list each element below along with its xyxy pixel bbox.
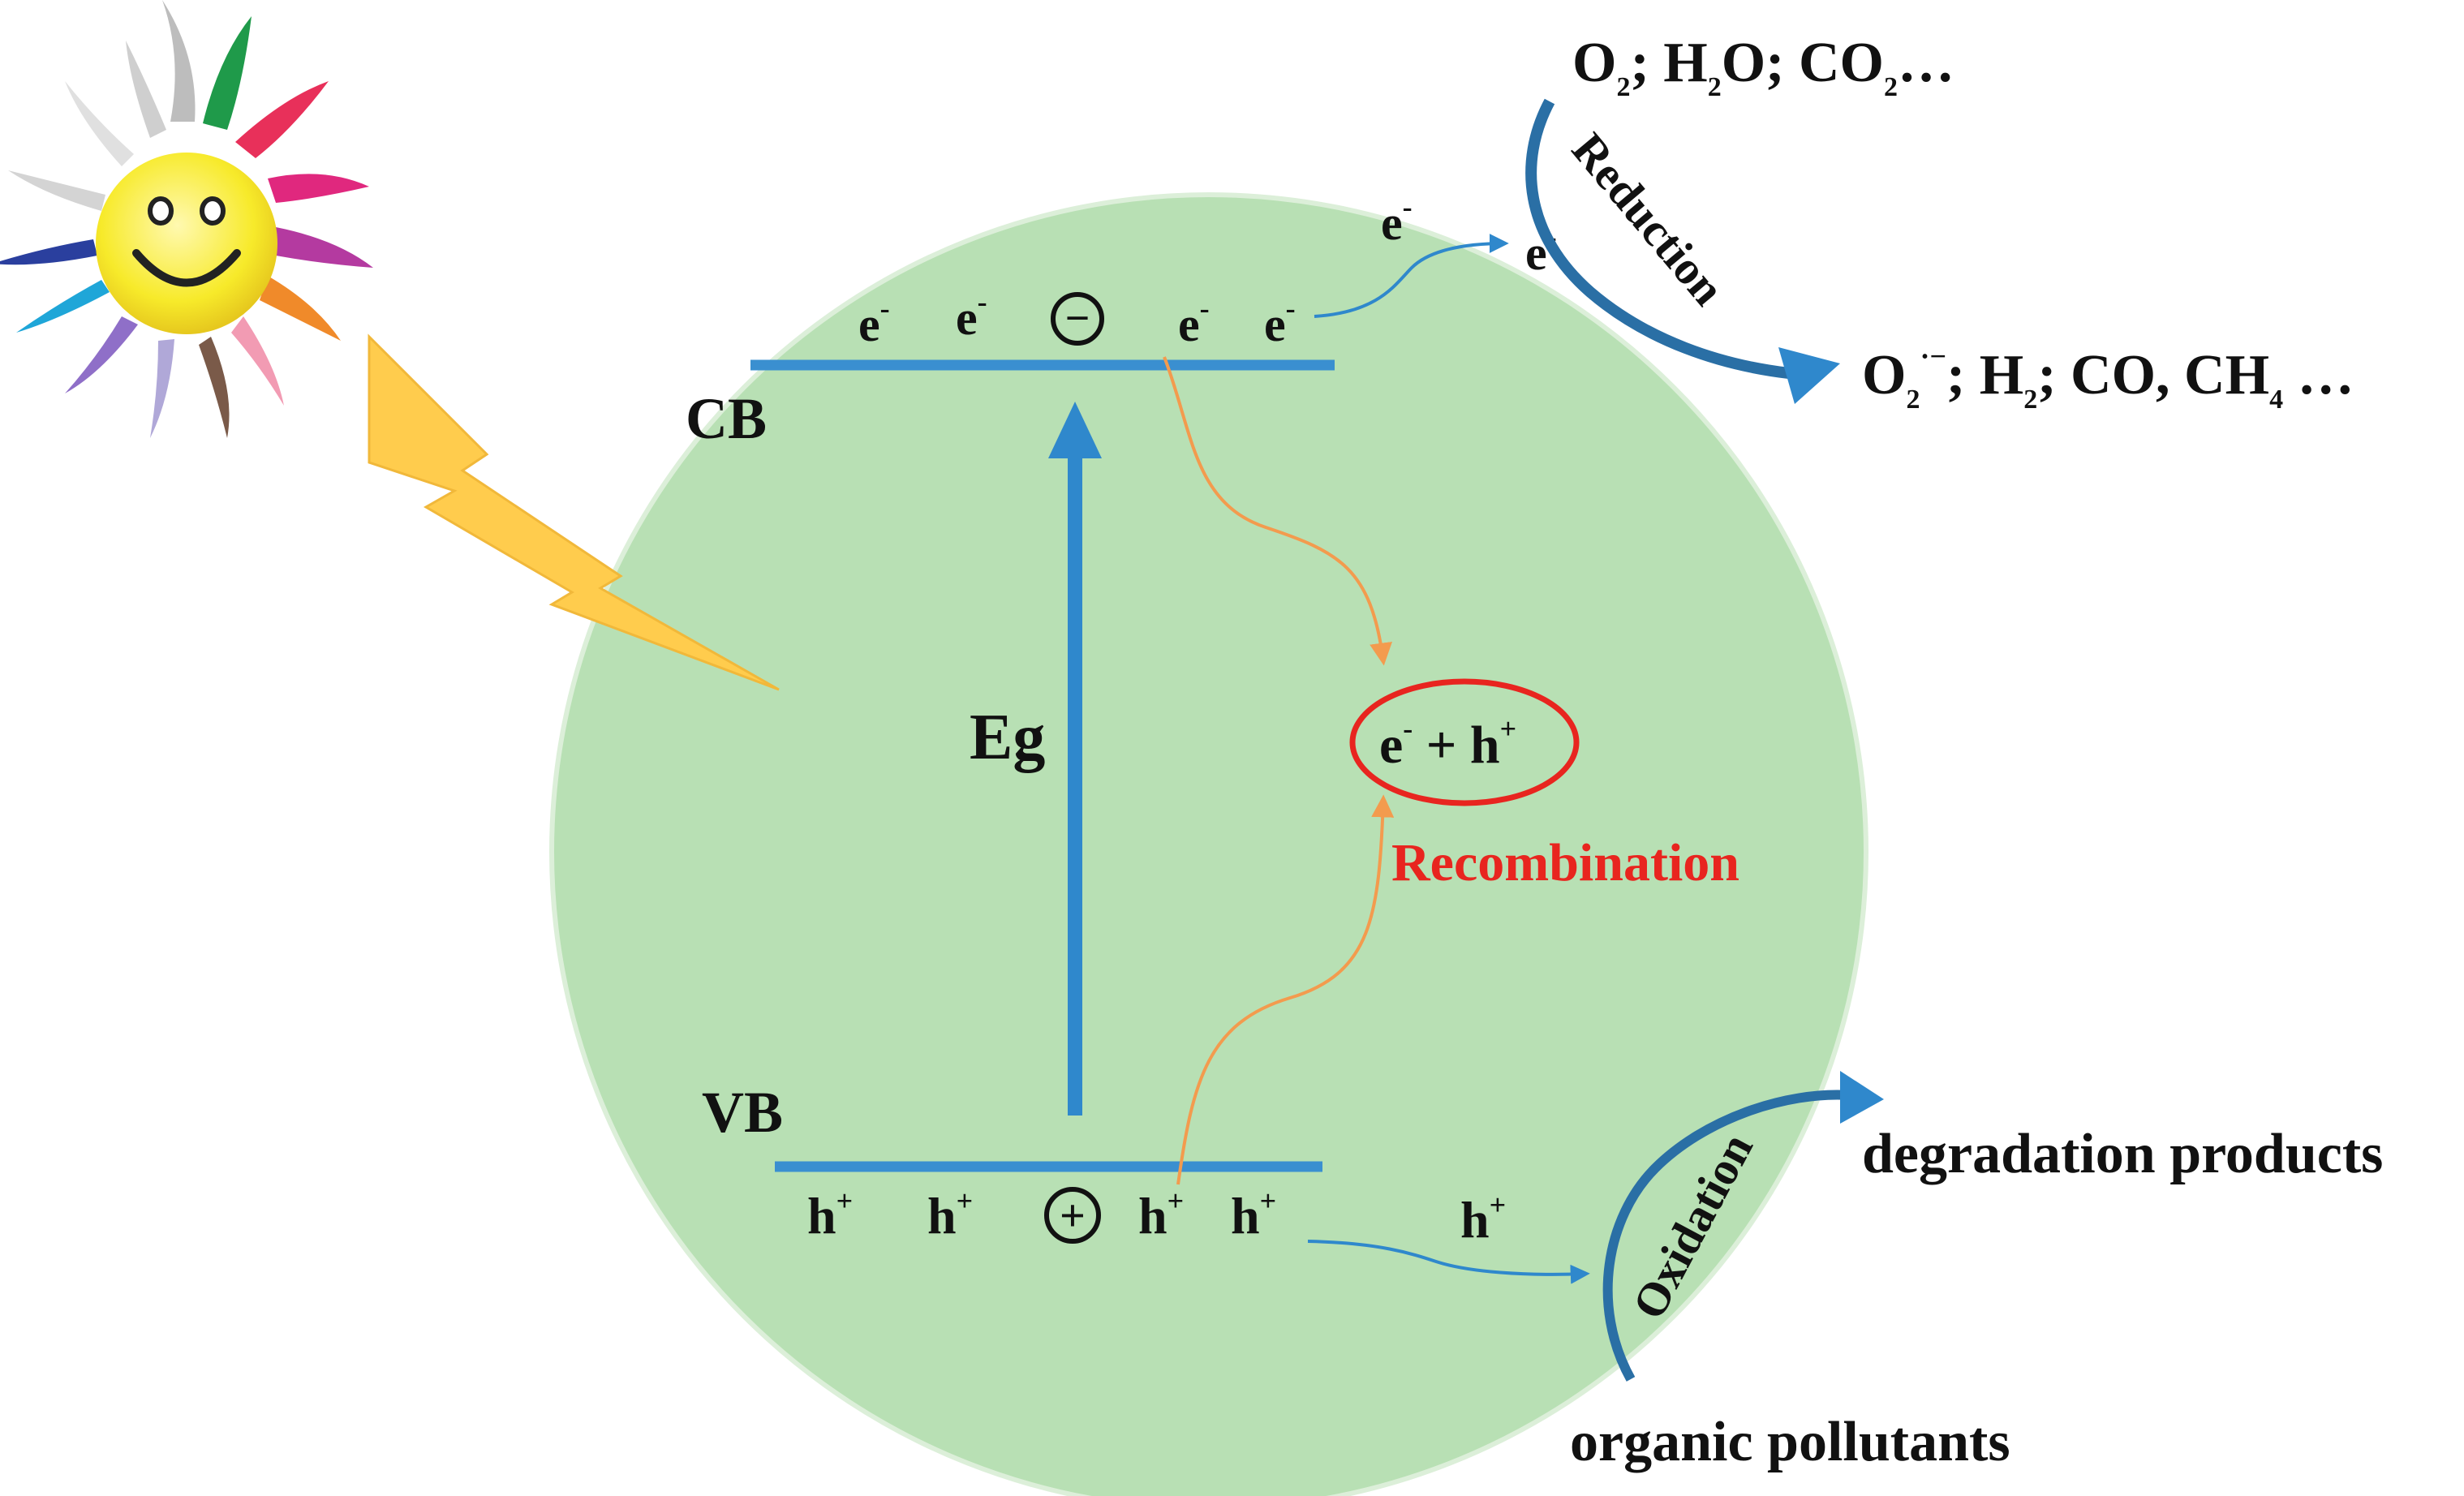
- reduction-arc-arrow: [1525, 98, 1790, 379]
- hole-label: h+: [1460, 1189, 1506, 1249]
- degradation-products-label: degradation products: [1862, 1123, 2383, 1185]
- hole-label: h+: [1231, 1184, 1276, 1245]
- recombination-pair-label: e- + h+: [1379, 712, 1516, 775]
- plus-circle-icon: +: [1044, 1187, 1101, 1244]
- oxidation-arrowhead: [1840, 1071, 1884, 1124]
- cb-label: CB: [686, 386, 767, 451]
- svg-text:+: +: [1060, 1191, 1086, 1241]
- hole-recombination-path: [1176, 794, 1395, 1185]
- sun-icon: [0, 0, 373, 438]
- electron-label: e-: [1381, 191, 1413, 250]
- reduction-products-label: O2·−; H2; CO, CH4 …: [1862, 340, 2354, 415]
- electron-label: e-: [1178, 292, 1210, 351]
- reduction-reactants-label: O2; H2O; CO2…: [1572, 32, 1954, 102]
- hole-label: h+: [807, 1184, 853, 1245]
- excitation-arrowhead: [1048, 402, 1102, 458]
- organic-pollutants-label: organic pollutants: [1570, 1411, 2010, 1473]
- eg-label: Eg: [970, 702, 1045, 773]
- electron-migration-arrow: [1314, 234, 1509, 318]
- lightning-bolt-icon: [368, 333, 780, 691]
- electron-label: e-: [1264, 292, 1296, 351]
- recombination-label: Recombination: [1391, 833, 1739, 892]
- hole-migration-arrow: [1307, 1240, 1590, 1284]
- recombination-ellipse: [1349, 678, 1580, 806]
- hole-label: h+: [927, 1184, 973, 1245]
- reduction-arrowhead: [1778, 347, 1840, 404]
- electron-label: e-: [956, 286, 987, 345]
- electron-recombination-path: [1163, 356, 1392, 666]
- hole-label: h+: [1138, 1184, 1184, 1245]
- vb-label: VB: [702, 1080, 783, 1145]
- electron-label: e-: [858, 292, 890, 351]
- svg-text:−: −: [1065, 294, 1090, 342]
- minus-circle-icon: −: [1051, 292, 1104, 346]
- oxidation-arc-arrow: [1602, 1090, 1851, 1382]
